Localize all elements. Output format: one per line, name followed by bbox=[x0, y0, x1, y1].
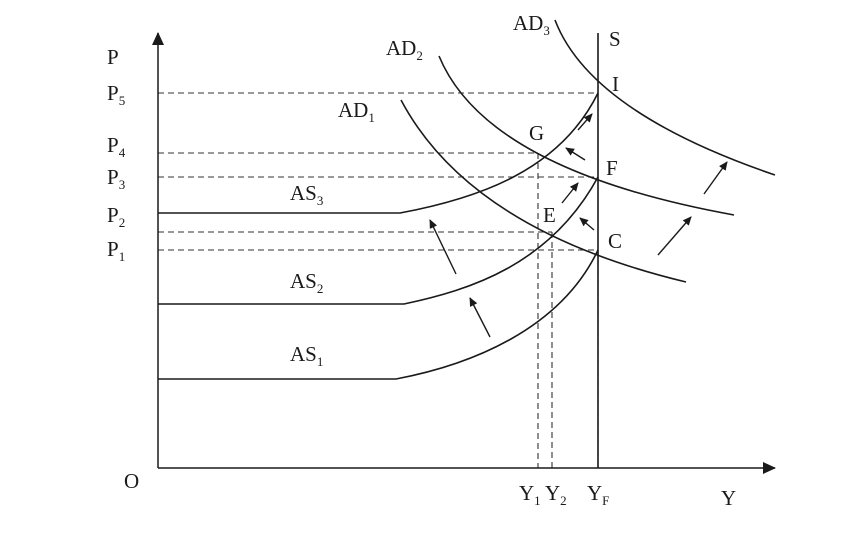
shift-arrows bbox=[429, 113, 728, 338]
point-label-c: C bbox=[608, 229, 622, 253]
as1-curve bbox=[158, 249, 599, 380]
axes bbox=[152, 32, 776, 474]
as-curves bbox=[158, 92, 599, 380]
output-label-y2: Y2 bbox=[545, 481, 567, 508]
curve-labels: AD1 AD2 AD3 AS1 AS2 AS3 S bbox=[290, 11, 621, 369]
shift-arrow-ad2-right bbox=[703, 161, 728, 195]
y-axis-label: P bbox=[107, 45, 119, 69]
move-arrow-e-to-f bbox=[561, 182, 579, 204]
ad1-curve bbox=[400, 99, 687, 283]
x-axis-label: Y bbox=[721, 486, 736, 510]
guide-lines bbox=[158, 92, 599, 468]
supply-label-s: S bbox=[609, 27, 621, 51]
price-label-p4: P4 bbox=[107, 133, 126, 160]
ad3-curve bbox=[554, 19, 776, 176]
point-label-i: I bbox=[612, 72, 619, 96]
origin-label: O bbox=[124, 469, 139, 493]
ad2-curve bbox=[438, 55, 735, 216]
axis-labels: P Y O bbox=[107, 45, 736, 510]
point-label-g: G bbox=[529, 121, 544, 145]
price-label-p5: P5 bbox=[107, 81, 125, 108]
point-label-f: F bbox=[606, 156, 618, 180]
point-labels: C E F G I bbox=[529, 72, 622, 253]
output-level-labels: Y1 Y2 YF bbox=[519, 481, 609, 508]
ad2-label: AD2 bbox=[386, 36, 423, 63]
as2-curve bbox=[158, 176, 599, 305]
as3-label: AS3 bbox=[290, 181, 323, 208]
output-label-yf: YF bbox=[587, 481, 609, 508]
price-label-p2: P2 bbox=[107, 203, 125, 230]
move-arrow-f-to-g bbox=[565, 147, 586, 161]
as3-curve bbox=[158, 92, 599, 214]
price-label-p3: P3 bbox=[107, 165, 125, 192]
ad3-label: AD3 bbox=[513, 11, 550, 38]
ad-curves bbox=[400, 19, 776, 283]
shift-arrow-as1-up bbox=[469, 297, 491, 338]
point-label-e: E bbox=[543, 203, 556, 227]
shift-arrow-as2-up bbox=[429, 219, 457, 275]
output-label-y1: Y1 bbox=[519, 481, 541, 508]
ad1-label: AD1 bbox=[338, 98, 375, 125]
price-label-p1: P1 bbox=[107, 237, 125, 264]
as2-label: AS2 bbox=[290, 269, 323, 296]
move-arrow-g-to-i bbox=[577, 113, 593, 131]
price-level-labels: P5 P4 P3 P2 P1 bbox=[107, 81, 126, 264]
move-arrow-c-to-e bbox=[579, 217, 595, 231]
shift-arrow-ad1-right bbox=[657, 216, 692, 256]
as1-label: AS1 bbox=[290, 342, 323, 369]
